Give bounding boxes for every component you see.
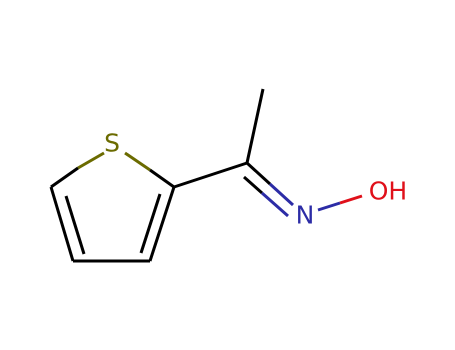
bond-c3-c2-inner xyxy=(139,193,162,254)
bond-c6-n-nitrogen-half xyxy=(268,182,295,207)
bond-n-o-nitrogen-half xyxy=(317,201,341,212)
bond-s-c2-sulfur-half xyxy=(124,151,151,172)
bond-s-c5-carbon-half xyxy=(50,166,79,189)
bond-c5-c4-inner xyxy=(64,195,86,255)
bond-c3-c2 xyxy=(148,186,176,262)
atom-label-nitrogen: N xyxy=(296,201,315,230)
bond-c6-n-inner-nitrogen xyxy=(261,191,289,218)
bond-c6-n-inner-carbon xyxy=(243,175,263,195)
bond-c6-n-carbon-half xyxy=(245,161,272,186)
bond-s-c2-carbon-half xyxy=(149,168,175,189)
bond-s-c5-sulfur-half xyxy=(77,151,105,170)
atom-label-hydroxyl: OH xyxy=(369,177,407,206)
bond-c5-c4 xyxy=(49,186,75,262)
bond-c2-c6 xyxy=(173,161,248,189)
bond-c6-methyl xyxy=(245,88,265,164)
atom-label-sulfur: S xyxy=(104,129,120,158)
bond-n-o-oxygen-half xyxy=(339,194,363,205)
